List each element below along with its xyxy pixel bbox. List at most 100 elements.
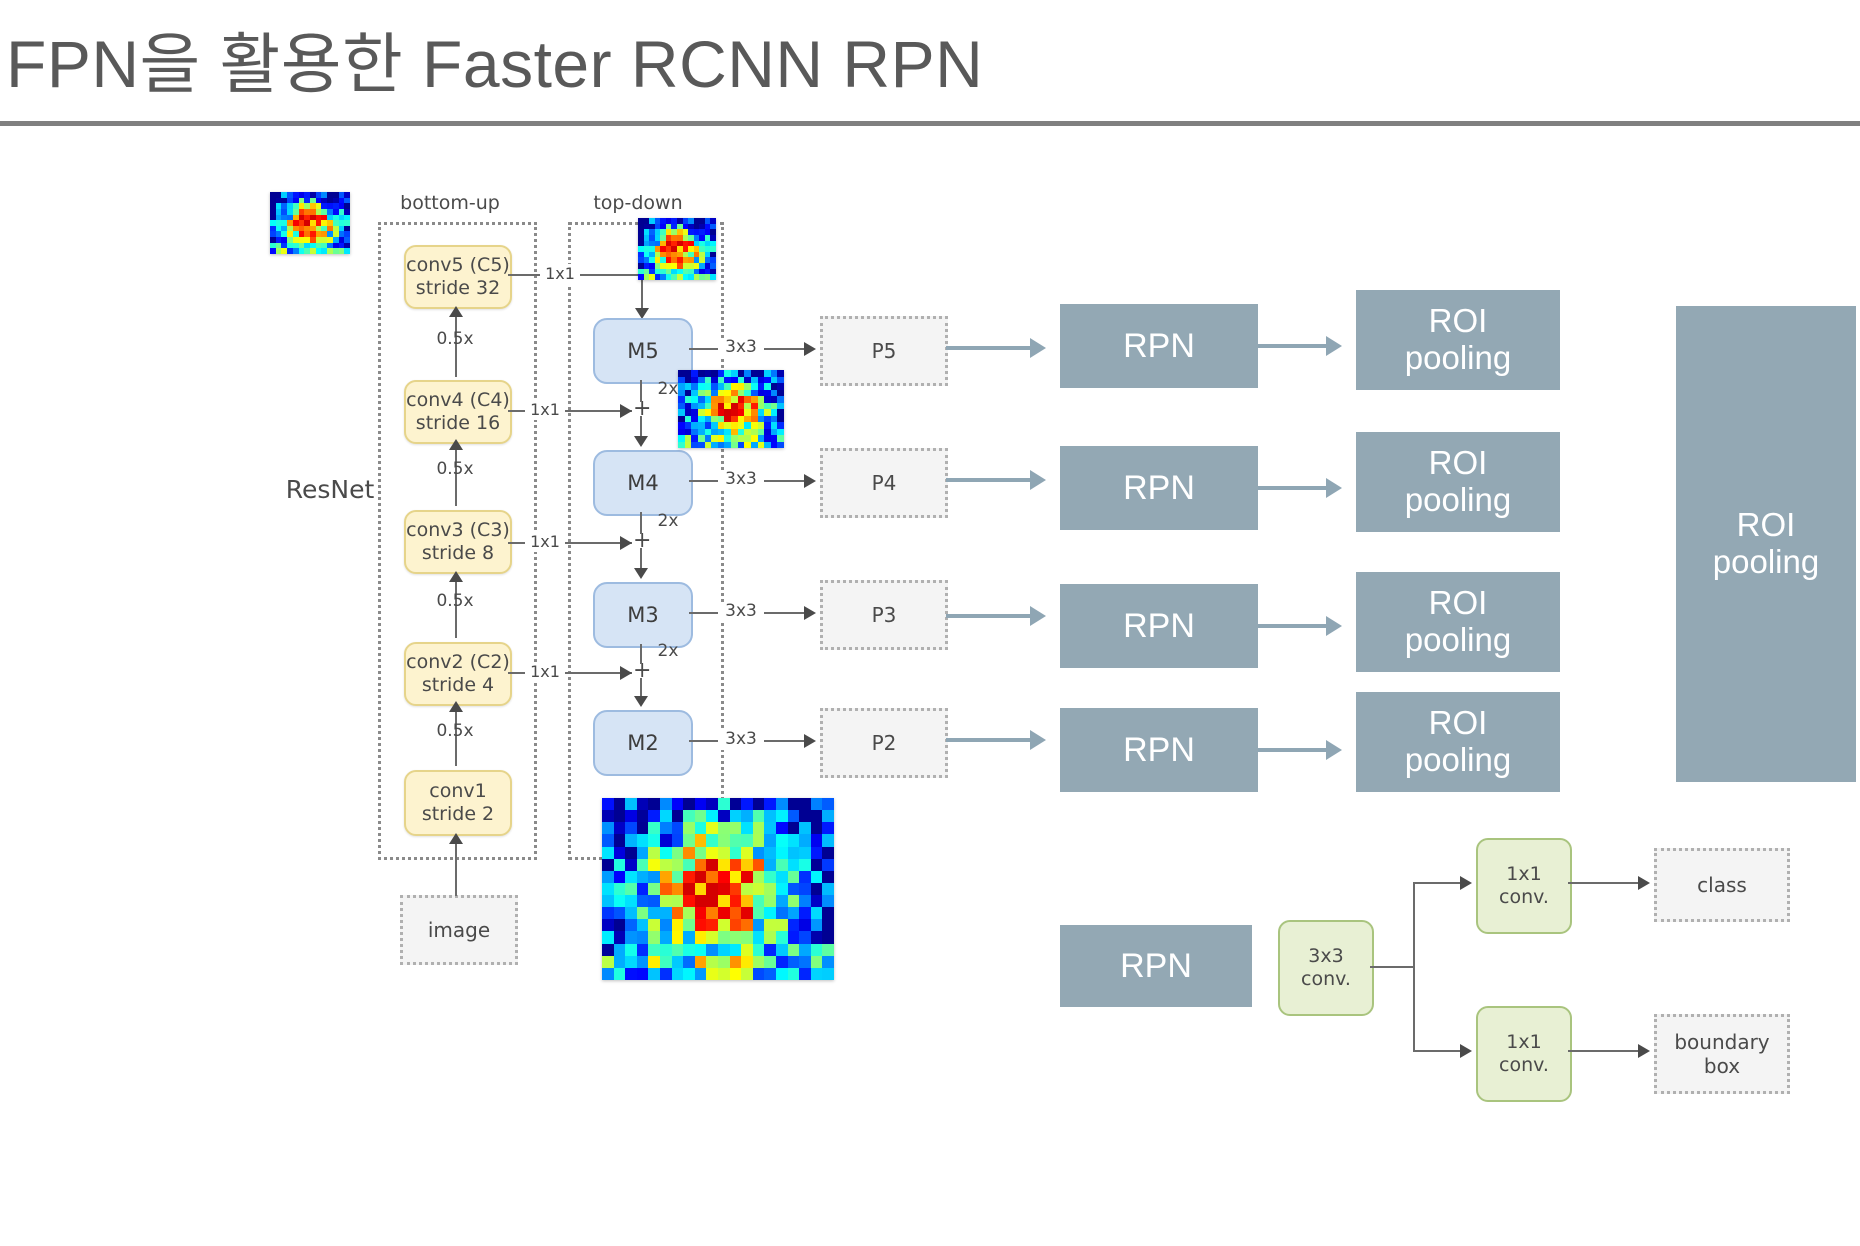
roi-pooling-p3-line2: pooling bbox=[1404, 621, 1512, 658]
input-image-block[interactable]: image bbox=[400, 895, 518, 965]
rpn-to-roi-arrow-4 bbox=[1326, 740, 1342, 760]
fpn-architecture-diagram: bottom-up top-down ResNet conv5 (C5) str… bbox=[0, 130, 1860, 1246]
bbox-output-arrow bbox=[1638, 1044, 1650, 1058]
roi-pooling-block-p3[interactable]: ROI pooling bbox=[1356, 572, 1560, 672]
resnet-block-conv5-line2: stride 32 bbox=[415, 277, 501, 299]
roi-pooling-block-p4[interactable]: ROI pooling bbox=[1356, 432, 1560, 532]
topdown-block-m3-label: M3 bbox=[627, 603, 659, 627]
topdown-block-m5[interactable]: M5 bbox=[593, 318, 693, 384]
rpn-to-roi-arrow-1 bbox=[1326, 336, 1342, 356]
feature-map-p2[interactable]: P2 bbox=[820, 708, 948, 778]
rpn-output-boundary-box[interactable]: boundary box bbox=[1654, 1014, 1790, 1094]
bottomup-arrow-4-5 bbox=[449, 306, 463, 317]
resnet-block-conv1-line1: conv1 bbox=[429, 780, 487, 803]
rpn-output-class-label: class bbox=[1697, 873, 1747, 897]
feature-heatmap-m4 bbox=[678, 370, 784, 448]
rpn-detail-conv1x1-bbox-line2: conv. bbox=[1499, 1054, 1549, 1076]
backbone-label: ResNet bbox=[285, 474, 375, 504]
resnet-block-conv2[interactable]: conv2 (C2) stride 4 bbox=[404, 642, 512, 706]
rpn-branch-bottom-arrow bbox=[1460, 1044, 1472, 1058]
class-output-arrow bbox=[1638, 876, 1650, 890]
feature-map-p5[interactable]: P5 bbox=[820, 316, 948, 386]
resnet-block-conv5[interactable]: conv5 (C5) stride 32 bbox=[404, 245, 512, 309]
roi-pooling-p5-line2: pooling bbox=[1404, 339, 1512, 376]
feature-map-p3-label: P3 bbox=[871, 603, 897, 627]
rpn-branch-top-line bbox=[1413, 882, 1463, 884]
image-to-conv1-arrow bbox=[449, 833, 463, 844]
page-title-text: FPN을 활용한 Faster RCNN RPN bbox=[6, 27, 984, 101]
merge-plus-2: + bbox=[633, 658, 652, 683]
lateral-label-c5: 1x1 bbox=[540, 264, 580, 284]
p2-to-rpn-line bbox=[946, 738, 1032, 742]
rpn-block-p5[interactable]: RPN bbox=[1060, 304, 1258, 388]
rpn-block-p4-label: RPN bbox=[1123, 468, 1195, 507]
rpn-output-bbox-line2: box bbox=[1703, 1054, 1741, 1078]
lateral-down-c5 bbox=[641, 274, 643, 310]
rpn-block-p4[interactable]: RPN bbox=[1060, 446, 1258, 530]
roi-pooling-block-p5[interactable]: ROI pooling bbox=[1356, 290, 1560, 390]
p2-to-rpn-arrow bbox=[1030, 730, 1046, 750]
rpn-detail-conv1x1-class[interactable]: 1x1 conv. bbox=[1476, 838, 1572, 934]
resnet-block-conv1-line2: stride 2 bbox=[421, 803, 495, 825]
roi-pooling-block-p2[interactable]: ROI pooling bbox=[1356, 692, 1560, 792]
resnet-block-conv3-line2: stride 8 bbox=[421, 542, 495, 564]
rpn-block-p3[interactable]: RPN bbox=[1060, 584, 1258, 668]
upsample-label-4: 2x bbox=[657, 511, 679, 532]
resnet-block-conv1[interactable]: conv1 stride 2 bbox=[404, 770, 512, 836]
feature-map-p4-label: P4 bbox=[871, 471, 897, 495]
bottomup-connector-4-5 bbox=[455, 315, 457, 377]
rpn-to-roi-line-3 bbox=[1258, 624, 1328, 628]
shared-roi-pooling-block[interactable]: ROI pooling bbox=[1676, 306, 1856, 782]
roi-pooling-p5-line1: ROI bbox=[1428, 302, 1488, 340]
p5-to-rpn-line bbox=[946, 346, 1032, 350]
rpn-branch-vertical bbox=[1413, 882, 1415, 1052]
conv3x3-arrow-3 bbox=[804, 606, 816, 620]
feature-heatmap-thumbnail-topleft bbox=[270, 192, 350, 254]
downsample-label-4: 0.5x bbox=[436, 721, 474, 742]
rpn-block-p3-label: RPN bbox=[1123, 606, 1195, 645]
rpn-block-p5-label: RPN bbox=[1123, 326, 1195, 365]
rpn-output-class[interactable]: class bbox=[1654, 848, 1790, 922]
conv3x3-arrow-5 bbox=[804, 342, 816, 356]
column-header-bottom-up: bottom-up bbox=[400, 192, 500, 215]
rpn-detail-conv3x3[interactable]: 3x3 conv. bbox=[1278, 920, 1374, 1016]
resnet-block-conv4[interactable]: conv4 (C4) stride 16 bbox=[404, 380, 512, 444]
upsample-line-4 bbox=[640, 512, 642, 534]
feature-map-p3[interactable]: P3 bbox=[820, 580, 948, 650]
bottomup-arrow-1-2 bbox=[449, 701, 463, 712]
resnet-block-conv5-line1: conv5 (C5) bbox=[406, 254, 510, 277]
topdown-block-m3[interactable]: M3 bbox=[593, 582, 693, 648]
merge-plus-4: + bbox=[633, 396, 652, 421]
resnet-block-conv3[interactable]: conv3 (C3) stride 8 bbox=[404, 510, 512, 574]
conv3x3-label-4: 3x3 bbox=[718, 469, 764, 490]
topdown-block-m2[interactable]: M2 bbox=[593, 710, 693, 776]
lateral-label-c2: 1x1 bbox=[525, 662, 565, 682]
upsample-line-3 bbox=[640, 644, 642, 664]
title-divider bbox=[0, 121, 1860, 126]
lateral-line-c2 bbox=[508, 672, 632, 674]
lateral-arrow-c5 bbox=[635, 308, 649, 319]
topdown-block-m4-label: M4 bbox=[627, 471, 659, 495]
rpn-detail-conv1x1-class-line2: conv. bbox=[1499, 886, 1549, 908]
rpn-branch-top-arrow bbox=[1460, 876, 1472, 890]
conv3x3-label-2: 3x3 bbox=[718, 729, 764, 750]
topdown-block-m4[interactable]: M4 bbox=[593, 450, 693, 516]
p4-to-rpn-arrow bbox=[1030, 470, 1046, 490]
upsample-label-5: 2x bbox=[657, 379, 679, 400]
rpn-detail-label: RPN bbox=[1120, 946, 1192, 985]
downsample-label-3: 0.5x bbox=[436, 591, 474, 612]
rpn-detail-conv1x1-class-line1: 1x1 bbox=[1506, 863, 1542, 886]
roi-pooling-p4-line1: ROI bbox=[1428, 444, 1488, 482]
feature-map-p4[interactable]: P4 bbox=[820, 448, 948, 518]
rpn-output-bbox-line1: boundary bbox=[1674, 1030, 1770, 1054]
page-title: FPN을 활용한 Faster RCNN RPN bbox=[0, 4, 1860, 114]
rpn-detail-block[interactable]: RPN bbox=[1060, 925, 1252, 1007]
conv3x3-label-3: 3x3 bbox=[718, 601, 764, 622]
rpn-block-p2[interactable]: RPN bbox=[1060, 708, 1258, 792]
p3-to-rpn-arrow bbox=[1030, 606, 1046, 626]
downsample-label-2: 0.5x bbox=[436, 459, 474, 480]
rpn-branch-stem bbox=[1370, 966, 1414, 968]
topdown-block-m5-label: M5 bbox=[627, 339, 659, 363]
rpn-detail-conv1x1-bbox[interactable]: 1x1 conv. bbox=[1476, 1006, 1572, 1102]
rpn-to-roi-line-4 bbox=[1258, 748, 1328, 752]
